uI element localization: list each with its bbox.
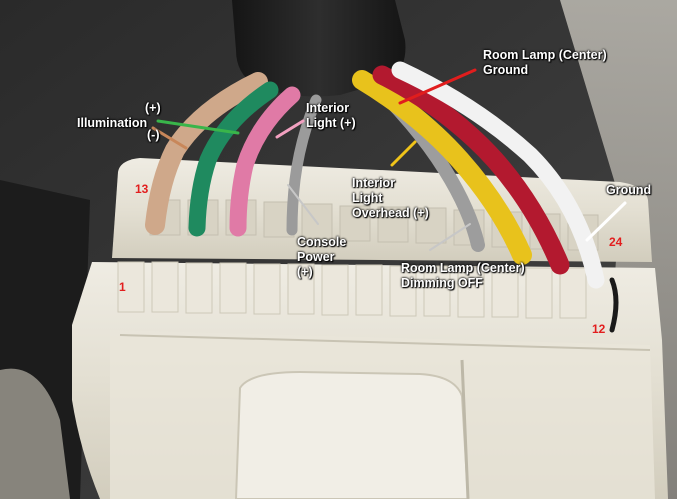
label-illum-plus: (+): [145, 101, 161, 115]
label-interior-overhead: Interior Light Overhead (+): [352, 176, 429, 221]
label-illumination: Illumination: [77, 116, 148, 130]
pointer-lines: [151, 68, 627, 251]
pointer-room-lamp-ground: [398, 68, 477, 105]
label-room-lamp-dimming-line2: Dimming OFF: [401, 276, 483, 290]
label-room-lamp-ground: Room Lamp (Center) Ground: [483, 48, 607, 78]
label-interior-overhead-line3: Overhead (+): [352, 206, 429, 220]
pointer-interior-overhead: [390, 140, 417, 167]
label-console-power-line3: (+): [297, 265, 313, 279]
pointer-illum-minus: [151, 126, 188, 150]
pointer-console-power: [287, 184, 319, 225]
wire-black: [609, 277, 619, 333]
label-console-power-line2: Power: [297, 250, 335, 264]
label-room-lamp-ground-line2: Ground: [483, 63, 529, 77]
label-interior-overhead-line1: Interior: [352, 176, 396, 190]
pin-number-13: 13: [135, 182, 149, 196]
pointer-room-lamp-dimming: [429, 223, 471, 251]
label-console-power: Console Power (+): [297, 235, 346, 280]
pointer-ground: [585, 201, 627, 242]
label-console-power-line1: Console: [297, 235, 347, 249]
connector-divider: [460, 359, 470, 499]
background-bottom-left: [0, 368, 70, 499]
wire-red: [372, 65, 570, 275]
pin-number-12: 12: [592, 322, 606, 336]
connector-latch: [234, 370, 470, 499]
label-interior-light-line1: Interior: [306, 101, 350, 115]
label-interior-light-line2: Light (+): [306, 116, 356, 130]
wire-white: [391, 61, 605, 289]
connector-lower-slots: [117, 261, 587, 319]
pin-number-24: 24: [609, 235, 623, 249]
pin-number-1: 1: [119, 280, 126, 294]
label-room-lamp-ground-line1: Room Lamp (Center): [483, 48, 607, 62]
wire-bundle: [145, 61, 619, 333]
pointer-interior-light: [275, 119, 305, 139]
connector-seam: [119, 334, 651, 351]
pointer-illum-plus: [156, 119, 240, 135]
label-ground: Ground: [606, 183, 652, 197]
wire-tan: [145, 72, 268, 235]
label-room-lamp-dimming-line1: Room Lamp (Center): [401, 261, 525, 275]
wire-pink: [229, 86, 301, 237]
wire-gray: [286, 94, 322, 236]
wire-green: [188, 81, 279, 237]
wire-yellow: [352, 70, 532, 265]
label-interior-overhead-line2: Light: [352, 191, 383, 205]
label-interior-light: Interior Light (+): [306, 101, 356, 131]
label-room-lamp-dimming: Room Lamp (Center) Dimming OFF: [401, 261, 525, 291]
label-illum-minus: (-): [147, 128, 160, 142]
